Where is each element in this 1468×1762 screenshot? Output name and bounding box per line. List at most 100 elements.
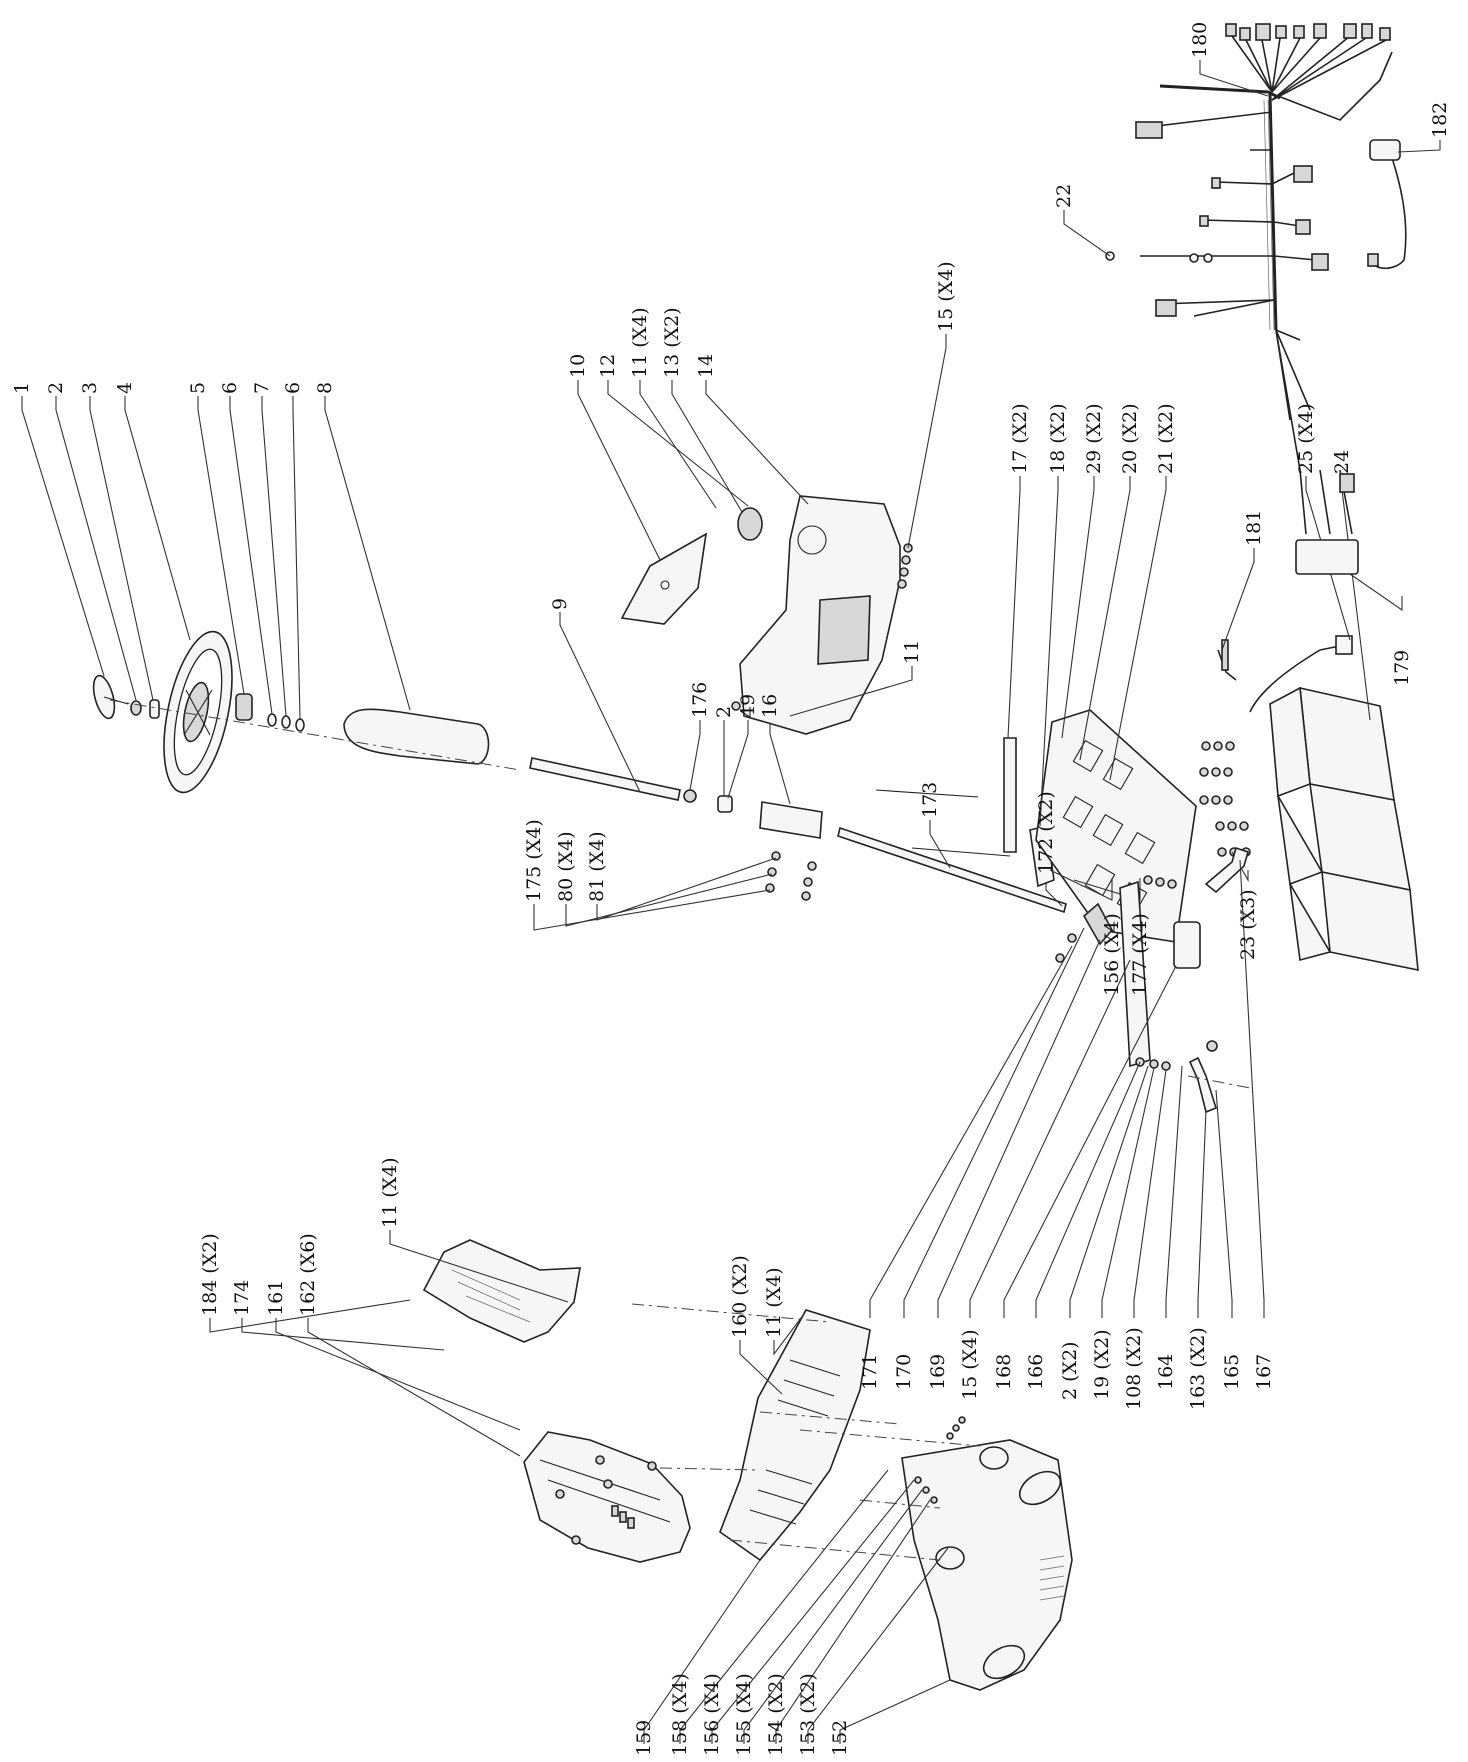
shaft-collar xyxy=(717,795,733,813)
callout-25: 25 (X4) xyxy=(1295,403,1317,474)
callout-156a: 156 (X4) xyxy=(1101,913,1123,996)
callout-176: 176 xyxy=(689,682,711,718)
callout-labels: 1 2 3 4 5 6 7 6 8 9 176 2 49 16 175 (X4)… xyxy=(11,22,1451,1756)
steering-gear-box xyxy=(1173,921,1201,969)
callout-170: 170 xyxy=(893,1354,915,1390)
callout-8: 8 xyxy=(314,382,336,394)
callout-161: 161 xyxy=(265,1280,287,1316)
callout-173: 173 xyxy=(919,782,941,818)
callout-171: 171 xyxy=(859,1354,881,1390)
callout-160: 160 (X2) xyxy=(729,1255,751,1338)
callout-169: 169 xyxy=(927,1354,949,1390)
battery-rod-1 xyxy=(875,789,979,798)
callout-29: 29 (X2) xyxy=(1083,403,1105,474)
battery-hardware xyxy=(1199,741,1251,857)
callout-153: 153 (X2) xyxy=(797,1673,819,1756)
wiring-harness xyxy=(1063,23,1441,612)
callout-177: 177 (X4) xyxy=(1129,913,1151,996)
callout-3: 3 xyxy=(79,382,101,394)
callout-165: 165 xyxy=(1221,1354,1243,1390)
callout-6a: 6 xyxy=(219,382,241,394)
callout-18: 18 (X2) xyxy=(1047,403,1069,474)
callout-154: 154 (X2) xyxy=(765,1673,787,1756)
batteries xyxy=(1269,686,1419,972)
floor-panel xyxy=(719,1309,871,1562)
washer-6b xyxy=(295,718,305,732)
nut xyxy=(130,700,142,716)
headlight-left xyxy=(979,1446,1009,1470)
tie-rod-bar xyxy=(1119,880,1151,1068)
callout-11b: 11 xyxy=(901,640,923,664)
steering-shaft-assembly xyxy=(529,612,1067,931)
dash-screws xyxy=(731,543,913,711)
callout-11c: 11 (X4) xyxy=(379,1157,401,1228)
callout-9: 9 xyxy=(549,598,571,610)
callout-11a: 11 (X4) xyxy=(629,307,651,378)
callout-156b: 156 (X4) xyxy=(701,1673,723,1756)
callout-24: 24 xyxy=(1331,450,1353,474)
callout-23: 23 (X3) xyxy=(1237,889,1259,960)
grille-panel xyxy=(422,1239,581,1343)
callout-81: 81 (X4) xyxy=(586,831,608,902)
callout-181: 181 xyxy=(1243,510,1265,546)
callout-19: 19 (X2) xyxy=(1091,1329,1113,1400)
callout-1: 1 xyxy=(11,382,33,394)
lower-shaft xyxy=(837,826,1067,914)
callout-167: 167 xyxy=(1253,1354,1275,1390)
callout-6b: 6 xyxy=(282,382,304,394)
callout-49: 49 xyxy=(737,694,759,718)
headlight-hardware xyxy=(914,1416,966,1504)
callout-21: 21 (X2) xyxy=(1155,403,1177,474)
callout-5: 5 xyxy=(187,382,209,394)
callout-4: 4 xyxy=(114,382,136,394)
callout-158: 158 (X4) xyxy=(669,1673,691,1756)
callout-179: 179 xyxy=(1391,650,1413,686)
callout-162: 162 (X6) xyxy=(297,1233,319,1316)
washer xyxy=(149,699,160,719)
pitman-arm xyxy=(1082,902,1113,946)
harness-trunk xyxy=(1159,84,1281,100)
callout-13: 13 (X2) xyxy=(661,307,683,378)
bracket-hardware xyxy=(765,851,817,901)
steering-column-cover xyxy=(343,708,490,765)
callout-172: 172 (X2) xyxy=(1035,791,1057,874)
callout-182: 182 xyxy=(1429,102,1451,138)
tie-rod-lower xyxy=(1188,1056,1217,1114)
callout-108: 108 (X2) xyxy=(1123,1327,1145,1410)
callout-10: 10 xyxy=(567,354,589,378)
front-fascia xyxy=(523,1431,691,1563)
callout-11d: 11 (X4) xyxy=(763,1267,785,1338)
callout-15b: 15 (X4) xyxy=(959,1329,981,1400)
callout-12: 12 xyxy=(597,354,619,378)
callout-155: 155 (X4) xyxy=(733,1673,755,1756)
shaft-bracket xyxy=(759,801,823,839)
steering-linkage xyxy=(869,846,1265,1318)
callout-15a: 15 (X4) xyxy=(935,261,957,332)
switch xyxy=(1369,139,1401,161)
upper-shaft xyxy=(529,757,681,801)
switch-lead xyxy=(1369,145,1407,270)
washer-7 xyxy=(281,715,291,729)
steering-hub xyxy=(235,693,253,721)
floor-texture xyxy=(749,1359,841,1525)
fascia-hardware xyxy=(555,1455,657,1545)
callout-164: 164 xyxy=(1155,1354,1177,1390)
callout-174: 174 xyxy=(231,1280,253,1316)
headlight-right xyxy=(935,1546,965,1570)
callout-2b: 2 xyxy=(713,706,735,718)
battery-bar-1 xyxy=(1003,737,1017,853)
callout-166: 166 xyxy=(1025,1354,1047,1390)
callout-2: 2 xyxy=(45,382,67,394)
callout-17: 17 (X2) xyxy=(1009,403,1031,474)
callout-22: 22 xyxy=(1053,184,1075,208)
callout-180: 180 xyxy=(1189,22,1211,58)
callout-168: 168 xyxy=(993,1354,1015,1390)
callout-175: 175 (X4) xyxy=(523,819,545,902)
callout-184: 184 (X2) xyxy=(199,1233,221,1316)
steering-wheel-assembly xyxy=(21,396,521,794)
shaft-bolt xyxy=(683,789,697,803)
fuse-lead xyxy=(1217,649,1237,681)
front-body-assembly xyxy=(209,1230,1073,1744)
callout-80: 80 (X4) xyxy=(555,831,577,902)
